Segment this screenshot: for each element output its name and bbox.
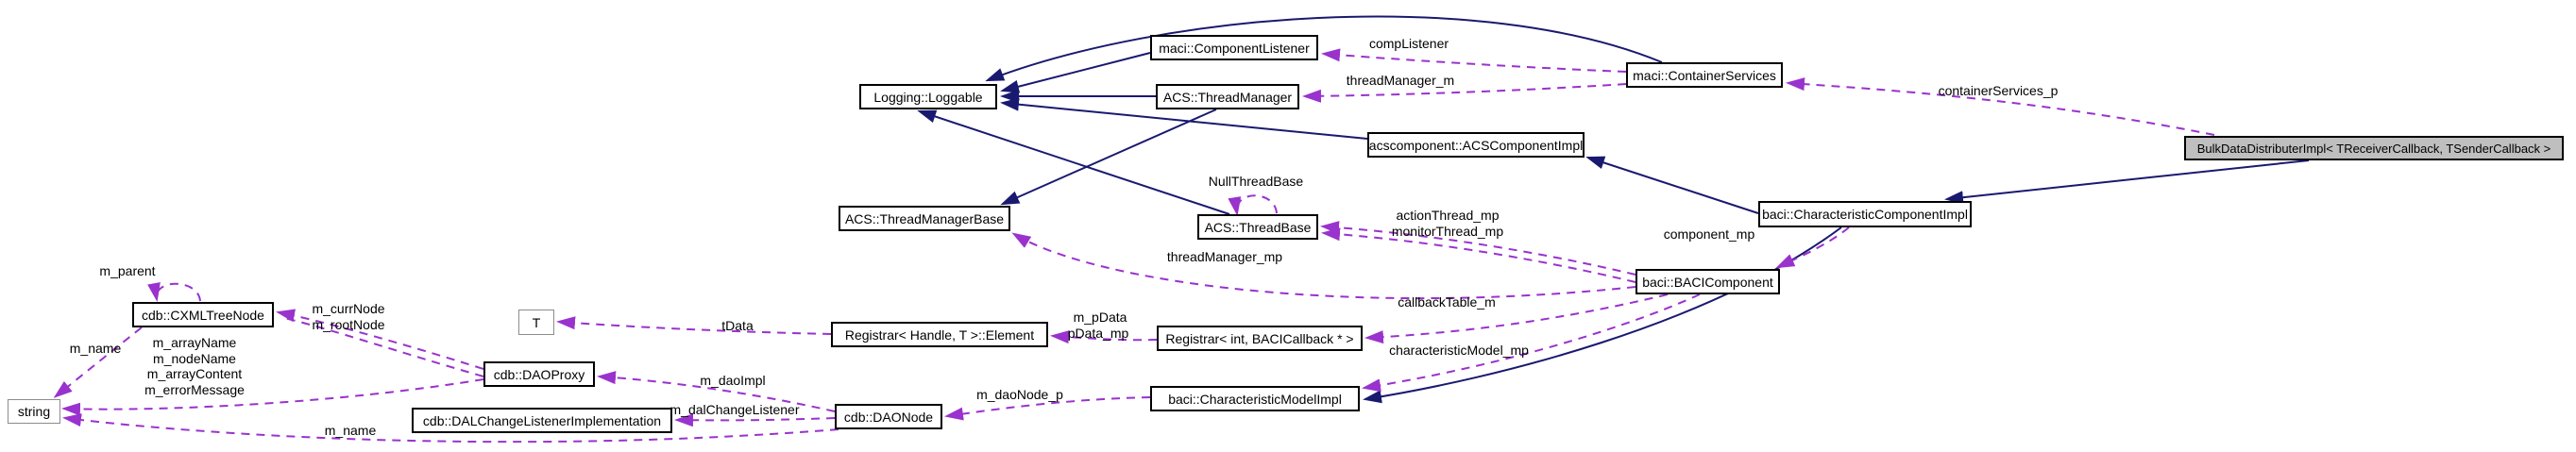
edge-usage-rootnode <box>283 317 484 377</box>
edge-label-usage-threadmanager-m: threadManager_m <box>1346 73 1455 88</box>
edge-label-usage-callbacktable-m: callbackTable_m <box>1398 294 1496 310</box>
edge-usage-currnode <box>276 309 484 370</box>
edge-label-usage-currnode-0: m_currNode <box>312 301 385 316</box>
edge-label-usage-tdata: tData <box>721 318 754 333</box>
edge-label-usage-proxy-strings-0: m_arrayName <box>152 335 237 350</box>
edge-inherit-threadmanager-threadmanagerbase <box>1000 109 1217 206</box>
edge-usage-tdata <box>556 316 832 335</box>
edge-usage-proxy-strings <box>61 378 484 416</box>
edge-label-usage-monitorthread-mp: monitorThread_mp <box>1391 224 1504 239</box>
edge-usage-actionthread-mp <box>1320 221 1636 276</box>
class-node-char-component-impl[interactable]: baci::CharacteristicComponentImpl <box>1758 201 1972 227</box>
edge-label-usage-threadmanager-mp: threadManager_mp <box>1166 249 1283 264</box>
class-node-thread-manager[interactable]: ACS::ThreadManager <box>1156 84 1299 109</box>
edge-usage-daonode-p <box>944 396 1151 421</box>
class-node-baci-component[interactable]: baci::BACIComponent <box>1635 269 1780 294</box>
edge-usage-threadmanager-m <box>1302 83 1627 103</box>
edge-label-usage-proxy-strings-1: m_nodeName <box>153 351 236 366</box>
edge-label-usage-actionthread-mp: actionThread_mp <box>1396 208 1500 223</box>
class-node-cxml-tree-node[interactable]: cdb::CXMLTreeNode <box>132 302 274 327</box>
class-node-acs-component-impl[interactable]: acscomponent::ACSComponentImpl <box>1367 132 1585 158</box>
edge-usage-characteristicmodel-mp <box>1362 293 1701 393</box>
edge-label-usage-component-mp: component_mp <box>1663 226 1755 242</box>
edge-label-usage-daoimpl: m_daoImpl <box>700 373 766 388</box>
class-node-loggable[interactable]: Logging::Loggable <box>859 84 997 109</box>
edge-usage-mparent-self <box>147 282 201 302</box>
edge-inherit-charcompimpl-charmodelimpl <box>1363 226 1842 404</box>
edge-label-usage-characteristicmodel-mp: characteristicModel_mp <box>1389 343 1529 358</box>
class-node-container-services[interactable]: maci::ContainerServices <box>1626 62 1783 88</box>
edge-label-usage-mname-daonode: m_name <box>324 423 377 438</box>
class-node-dao-proxy[interactable]: cdb::DAOProxy <box>483 361 595 387</box>
class-node-char-model-impl[interactable]: baci::CharacteristicModelImpl <box>1150 386 1360 411</box>
edge-label-usage-mparent-self: m_parent <box>99 263 156 278</box>
edge-label-usage-pdata-1: pData_mp <box>1067 326 1129 341</box>
class-node-t: T <box>518 310 554 335</box>
edge-usage-containerservices-p <box>1786 77 2215 136</box>
class-node-thread-base[interactable]: ACS::ThreadBase <box>1197 214 1318 240</box>
class-node-registrar-element[interactable]: Registrar< Handle, T >::Element <box>831 322 1048 347</box>
edge-inherit-containerservices-loggable <box>985 15 1663 82</box>
edge-usage-nullthreadbase-self <box>1228 194 1278 216</box>
edge-label-usage-nullthreadbase-self: NullThreadBase <box>1208 174 1304 189</box>
edge-label-usage-proxy-strings-2: m_arrayContent <box>146 366 243 381</box>
edge-label-usage-proxy-strings-3: m_errorMessage <box>144 382 245 397</box>
edge-usage-daoimpl <box>597 371 836 412</box>
class-node-component-listener[interactable]: maci::ComponentListener <box>1150 35 1318 60</box>
edge-inherit-bulk-charcompimpl <box>1944 159 2310 205</box>
edge-usage-complistener <box>1321 48 1627 73</box>
edge-inherit-charcompimpl-acscomponentimpl <box>1585 156 1759 214</box>
edge-inherit-acscomponentimpl-loggable <box>1000 97 1368 140</box>
edge-usage-mname-daonode <box>62 413 839 444</box>
edge-usage-monitorthread-mp <box>1321 227 1636 283</box>
edge-label-usage-containerservices-p: containerServices_p <box>1938 83 2059 98</box>
edge-label-usage-mname-cxml: m_name <box>69 341 122 356</box>
edge-label-usage-dalchangelistener: m_dalChangeListener <box>669 402 800 417</box>
edge-inherit-componentlistener-loggable <box>1000 52 1151 93</box>
edge-usage-threadmanager-mp <box>1011 232 1636 300</box>
class-node-registrar-int[interactable]: Registrar< int, BACICallback * > <box>1157 326 1363 351</box>
class-node-string: string <box>8 399 60 424</box>
edge-label-usage-complistener: compListener <box>1368 36 1449 51</box>
edge-label-usage-currnode-1: m_rootNode <box>312 317 385 332</box>
edge-label-usage-pdata-0: m_pData <box>1073 310 1127 325</box>
edge-usage-pdata <box>1050 330 1158 344</box>
class-node-dal-change-listener-impl[interactable]: cdb::DALChangeListenerImplementation <box>412 408 672 433</box>
edge-inherit-threadbase-loggable <box>917 109 1230 215</box>
class-node-thread-manager-base[interactable]: ACS::ThreadManagerBase <box>839 206 1010 231</box>
class-node-dao-node[interactable]: cdb::DAONode <box>835 404 942 429</box>
edge-usage-mname-cxml <box>53 326 143 398</box>
edge-usage-dalchangelistener <box>674 413 836 427</box>
edge-label-usage-daonode-p: m_daoNode_p <box>976 387 1063 402</box>
class-node-bulk-data-distributer-impl: BulkDataDistributerImpl< TReceiverCallba… <box>2184 136 2564 160</box>
